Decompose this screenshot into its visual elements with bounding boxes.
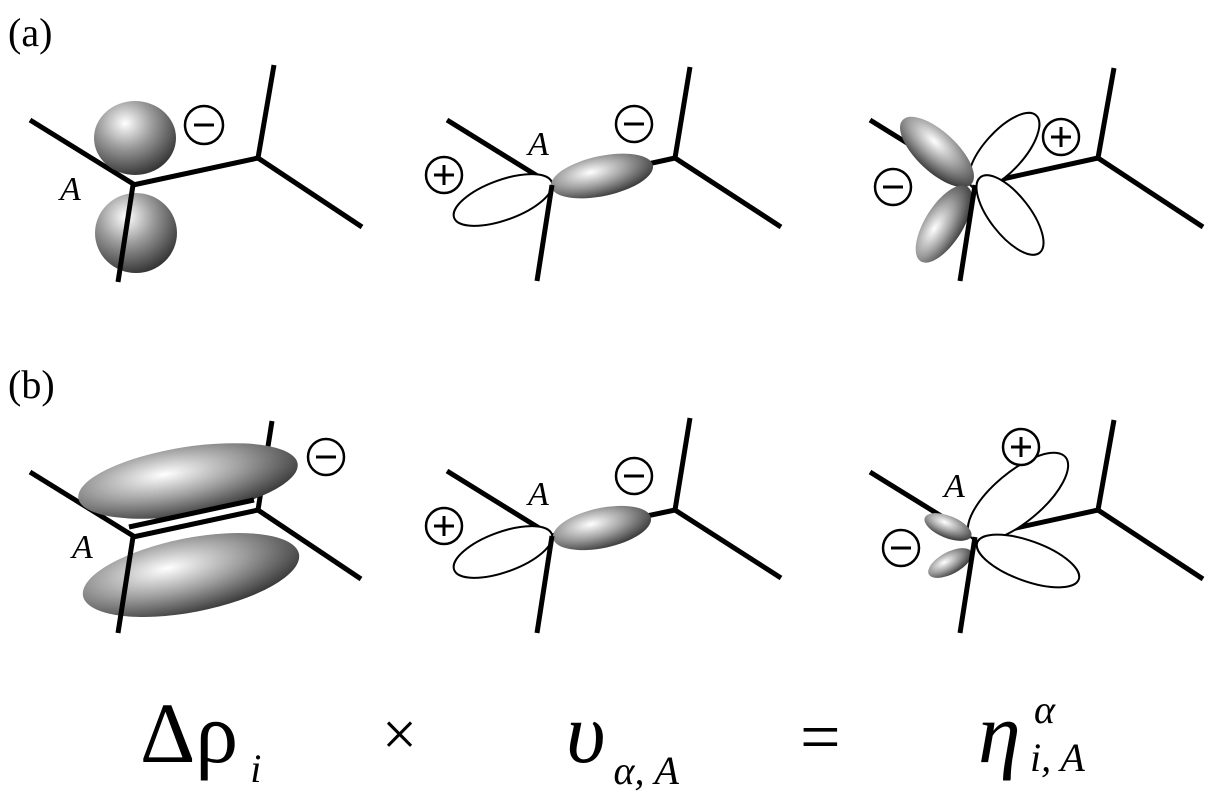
a-delta-rho-molecule: A: [28, 64, 364, 283]
b-eta-lobe-open-lower: [975, 533, 1081, 589]
v-subscript: α, A: [613, 748, 679, 793]
a-eta-lobe-shaded-lower: [915, 185, 973, 263]
atom-label: A: [58, 171, 81, 208]
b-v-lobe-open: [452, 525, 554, 579]
b-v-lobe-shaded: [552, 505, 652, 551]
a-v-lobe-open: [452, 173, 554, 227]
a-v-lobe-shaded: [550, 153, 654, 199]
a-v-molecule: A: [424, 66, 783, 282]
panel-label-b: (b): [8, 362, 55, 407]
b-eta-molecule: A: [868, 419, 1205, 634]
minus-sign-icon: [881, 528, 921, 568]
panel-label-a: (a): [8, 10, 52, 55]
plus-sign-icon: [1001, 427, 1041, 467]
a-eta-lobe-open-upper: [967, 111, 1041, 191]
atom-label: A: [526, 476, 549, 513]
b-eta-lobe-shaded-upper: [924, 513, 972, 541]
delta-rho-symbol: Δρ: [140, 685, 239, 781]
a-delta-rho-lobe-lower: [95, 193, 177, 273]
minus-sign-icon: [614, 104, 654, 144]
a-eta-lobe-open-lower: [975, 174, 1045, 256]
equation-eta: η α i, A: [978, 687, 1085, 786]
delta-rho-subscript: i: [250, 746, 262, 791]
eta-subscript: i, A: [1030, 735, 1085, 780]
minus-sign-icon: [306, 437, 346, 477]
b-delta-rho-molecule: A: [28, 420, 363, 634]
equation-times: ×: [382, 700, 417, 796]
plus-sign-icon: [1041, 117, 1081, 157]
plus-sign-icon: [424, 155, 464, 195]
plus-sign-icon: [424, 506, 464, 546]
atom-label: A: [942, 468, 965, 505]
atom-label: A: [70, 529, 93, 566]
orbital-diagram: (a) (b) A A: [8, 10, 1205, 634]
minus-sign-icon: [614, 456, 654, 496]
b-delta-rho-lobe-lower: [82, 533, 300, 617]
v-symbol: υ: [566, 685, 606, 781]
times-symbol: ×: [382, 701, 417, 769]
b-eta-lobe-shaded-lower: [928, 548, 972, 578]
equation-equals: =: [800, 696, 841, 792]
atom-label: A: [526, 126, 549, 163]
b-v-molecule: A: [424, 417, 783, 634]
a-eta-lobe-shaded-upper: [900, 116, 974, 188]
a-eta-molecule: [868, 67, 1205, 282]
eta-superscript: α: [1034, 687, 1055, 732]
a-delta-rho-lobe-upper: [94, 101, 176, 175]
minus-sign-icon: [873, 167, 913, 207]
minus-sign-icon: [183, 104, 225, 146]
eta-symbol: η: [978, 685, 1021, 781]
equals-symbol: =: [800, 697, 841, 777]
